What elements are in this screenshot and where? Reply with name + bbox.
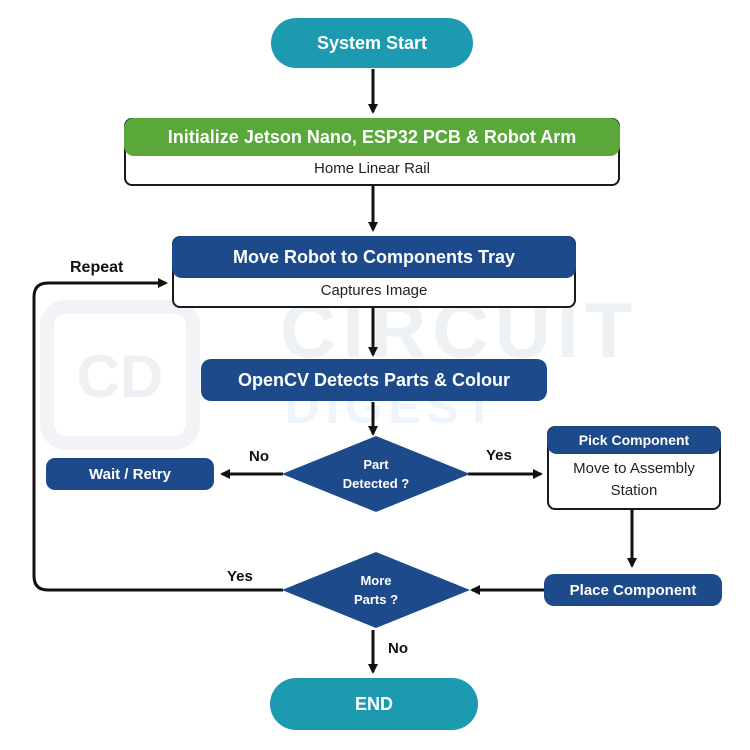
pick-component-card: Pick Component Move to Assembly Station bbox=[547, 426, 721, 510]
initialize-subtitle: Home Linear Rail bbox=[314, 160, 430, 178]
part-detected-diamond bbox=[282, 436, 470, 512]
pick-component-title: Pick Component bbox=[547, 426, 721, 454]
pick-subtitle-line1: Move to Assembly bbox=[573, 460, 695, 478]
pick-subtitle-line2: Station bbox=[610, 482, 658, 499]
pick-component-subtitle: Move to Assembly Station bbox=[549, 452, 719, 508]
part-detected-line2: Detected ? bbox=[342, 476, 410, 491]
wait-retry-node: Wait / Retry bbox=[46, 458, 214, 490]
end-node: END bbox=[270, 678, 478, 730]
more-parts-line2: Parts ? bbox=[353, 592, 399, 607]
label-yes-detect: Yes bbox=[486, 447, 512, 464]
more-parts-label: More Parts ? bbox=[302, 562, 450, 618]
initialize-card: Initialize Jetson Nano, ESP32 PCB & Robo… bbox=[124, 118, 620, 186]
label-yes-more: Yes bbox=[227, 568, 253, 585]
more-parts-line1: More bbox=[360, 572, 392, 588]
move-robot-subtitle: Captures Image bbox=[320, 282, 428, 300]
opencv-detect-node: OpenCV Detects Parts & Colour bbox=[201, 359, 547, 401]
move-robot-card: Move Robot to Components Tray Captures I… bbox=[172, 236, 576, 308]
label-repeat: Repeat bbox=[70, 259, 124, 276]
more-parts-diamond bbox=[282, 552, 470, 628]
watermark-logo: CD bbox=[40, 300, 200, 450]
label-no-more: No bbox=[388, 640, 408, 657]
initialize-title: Initialize Jetson Nano, ESP32 PCB & Robo… bbox=[124, 118, 620, 156]
place-component-node: Place Component bbox=[544, 574, 722, 606]
label-no-detect: No bbox=[249, 448, 269, 465]
watermark-logo-letters: CD bbox=[76, 343, 164, 410]
move-robot-title: Move Robot to Components Tray bbox=[172, 236, 576, 278]
part-detected-line1: Part bbox=[363, 456, 389, 472]
part-detected-label: Part Detected ? bbox=[302, 446, 450, 502]
system-start-node: System Start bbox=[271, 18, 473, 68]
edge-repeat-loop bbox=[32, 278, 283, 592]
